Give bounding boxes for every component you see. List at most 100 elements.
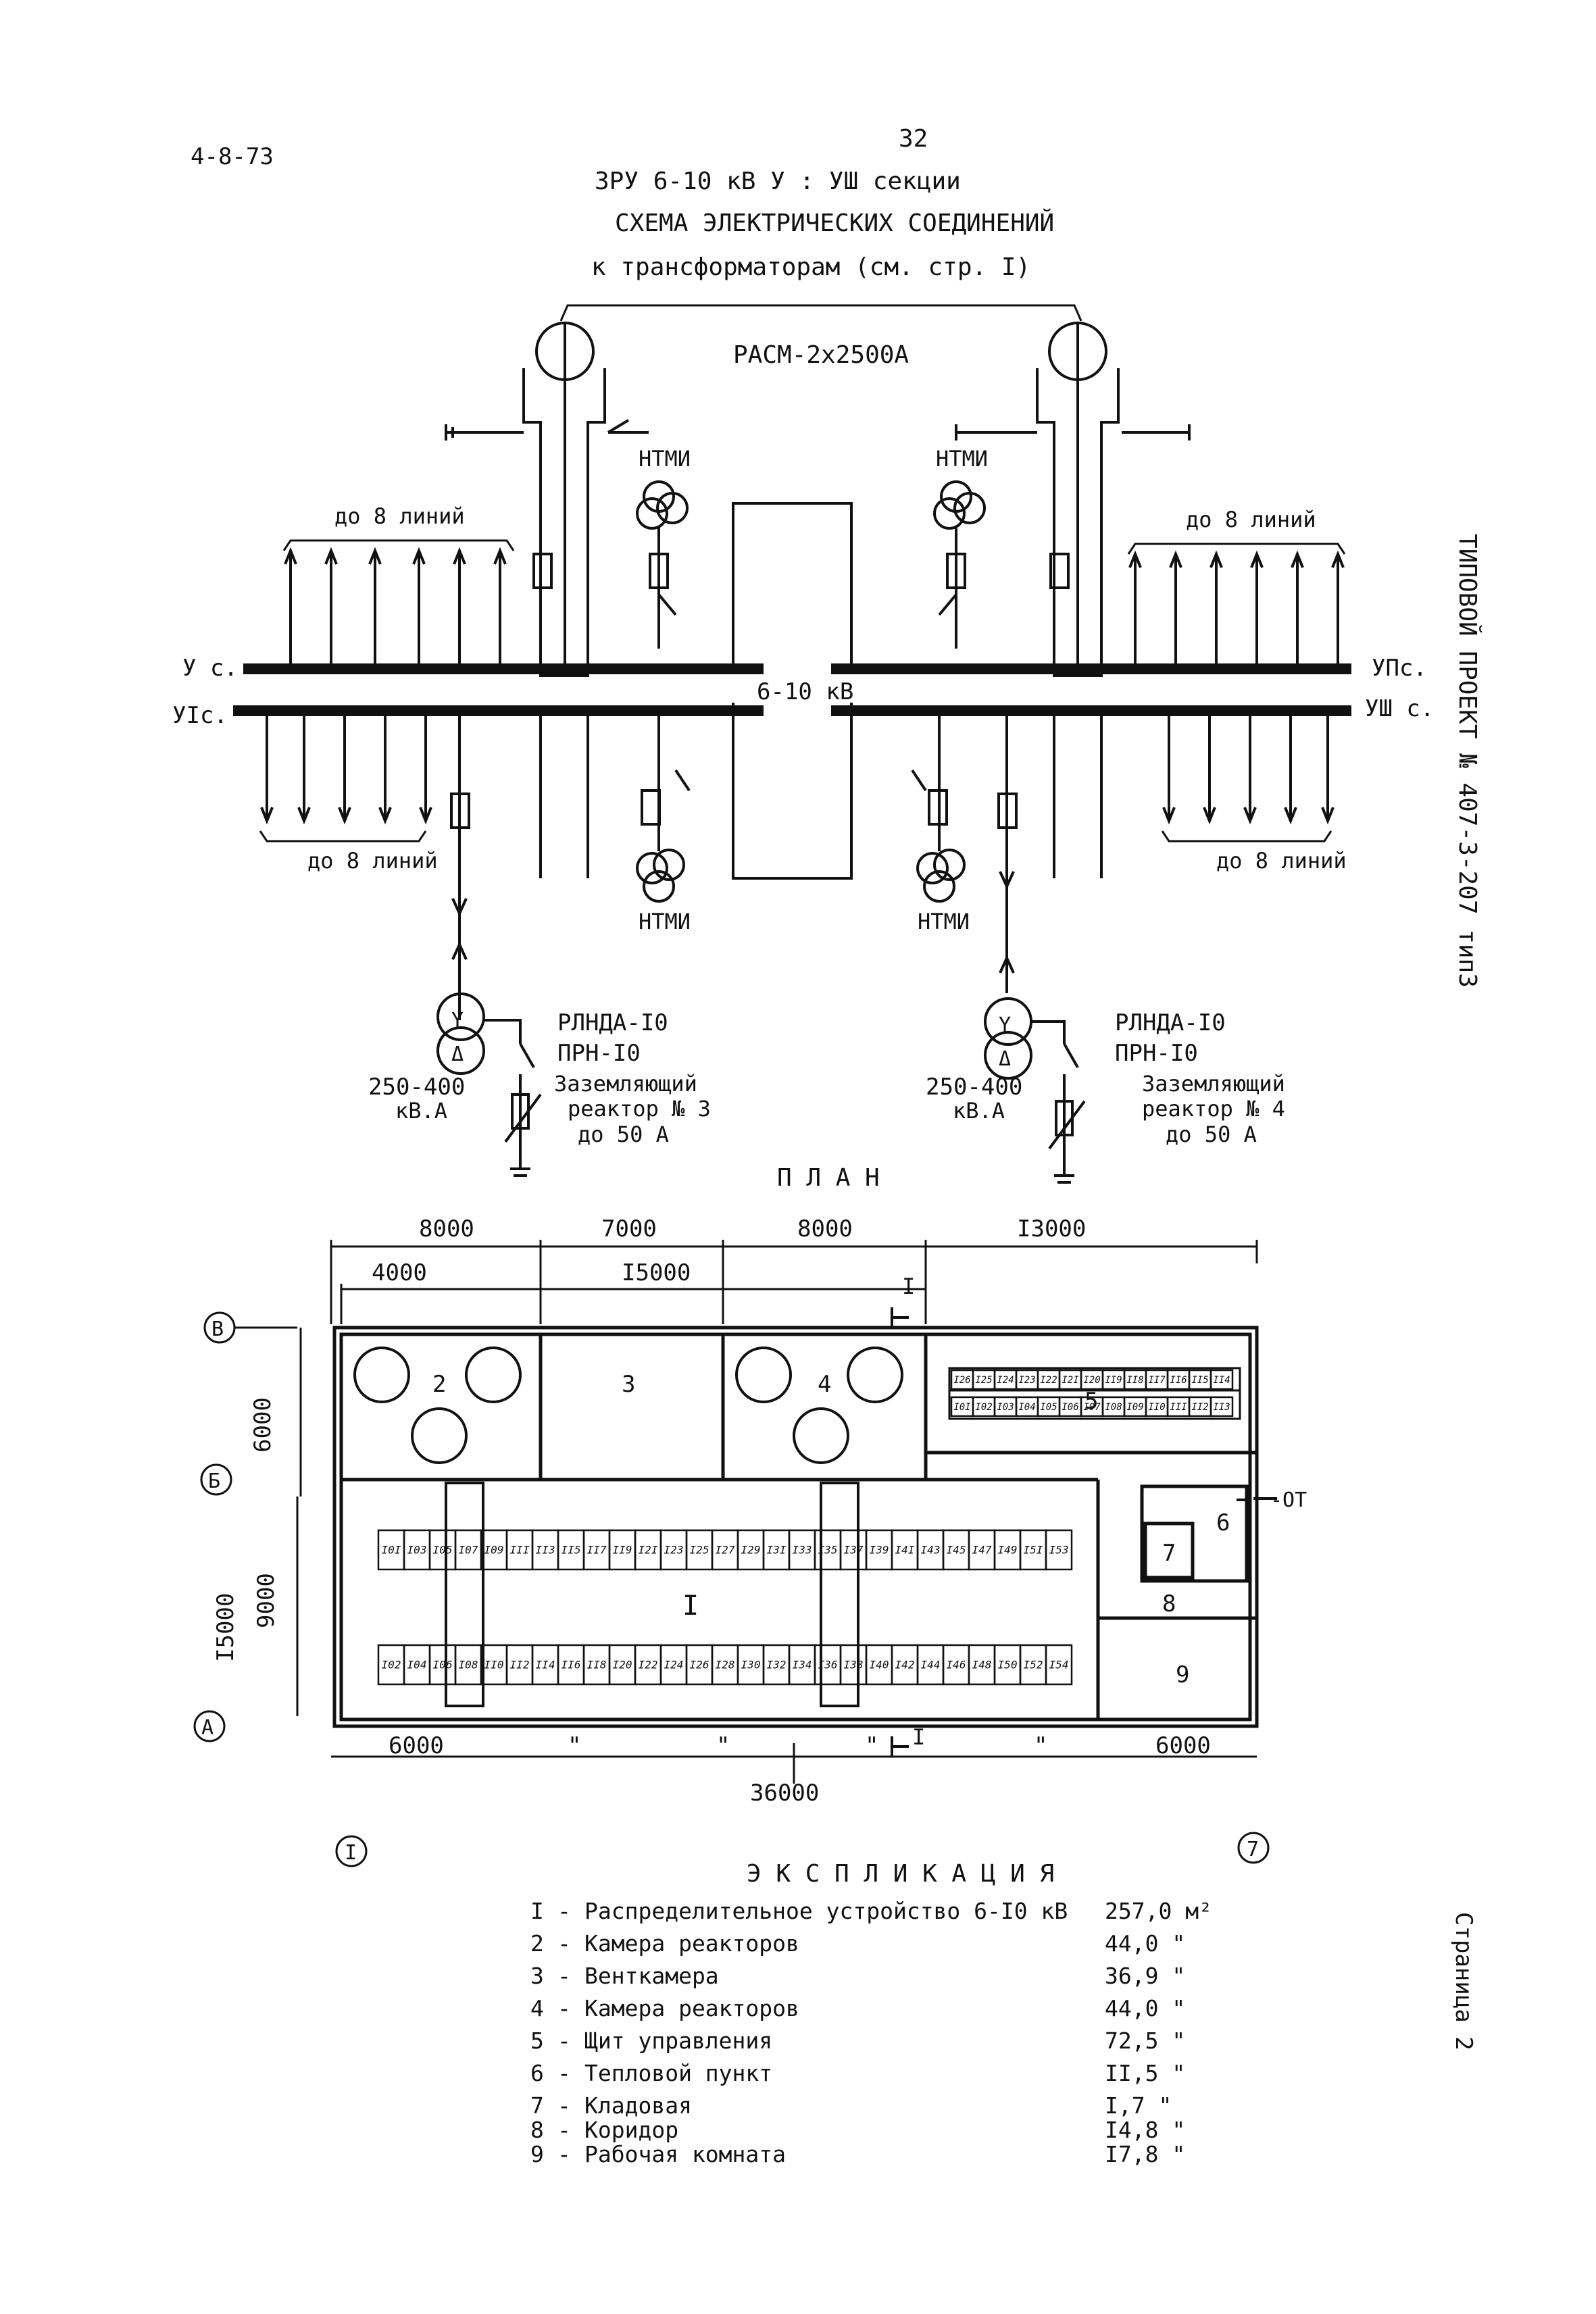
- cell-label: I26: [953, 1375, 970, 1386]
- cell-label: I30: [741, 1659, 761, 1671]
- cell-label: I07: [459, 1544, 478, 1557]
- cell-label: I0I: [953, 1402, 971, 1413]
- cell-label: I25: [690, 1544, 709, 1557]
- title-line-2: СХЕМА ЭЛЕКТРИЧЕСКИХ СОЕДИНЕНИЙ: [615, 209, 1054, 237]
- explication-item-name: Камера реакторов: [584, 1995, 799, 2021]
- plan-title: П Л А Н: [777, 1164, 880, 1192]
- cell-label: I37: [844, 1544, 864, 1557]
- cell-label: III: [1170, 1402, 1187, 1413]
- cell-label: II5: [1191, 1375, 1208, 1386]
- explication-item-name: Коридор: [584, 2117, 678, 2143]
- cell-label: I33: [793, 1544, 812, 1557]
- explication-item-area: I4,8 ": [1105, 2117, 1185, 2143]
- power-left: 250-400: [368, 1074, 465, 1101]
- side-page-label: Страница 2: [1450, 1912, 1477, 2051]
- bus-rating-label: РАСМ-2x2500А: [733, 341, 909, 369]
- explication-item-number: 4: [530, 1995, 544, 2021]
- outgoing-lines-bottom-right: до 8 линий: [1161, 716, 1347, 874]
- svg-text:I: I: [912, 1724, 925, 1750]
- cell-label: I29: [741, 1544, 761, 1557]
- cell-label: I20: [613, 1659, 632, 1671]
- cell-label: II6: [562, 1659, 581, 1671]
- svg-text:Y: Y: [451, 1009, 464, 1032]
- explication-item-name: Кладовая: [584, 2092, 692, 2119]
- cell-label: I09: [484, 1544, 504, 1557]
- cell-label: II4: [1213, 1375, 1230, 1386]
- explication-item-number: 9: [530, 2141, 544, 2167]
- reactor-current-left: до 50 А: [578, 1122, 669, 1147]
- cell-label: II3: [1213, 1402, 1230, 1413]
- cell-label: I04: [407, 1659, 427, 1671]
- section-label-uI: УIс.: [172, 702, 228, 729]
- explication-item-number: 5: [530, 2028, 544, 2054]
- section-link-top: [732, 502, 853, 665]
- cell-label: I54: [1049, 1659, 1069, 1671]
- room-2-label: 2: [432, 1371, 446, 1398]
- cell-label: I44: [921, 1659, 941, 1671]
- ntmi-top-left: НТМИ: [636, 446, 691, 649]
- cell-label: I43: [921, 1544, 941, 1557]
- cell-label: II4: [536, 1659, 555, 1671]
- cell-label: I49: [998, 1544, 1018, 1557]
- explication-item-area: I,7 ": [1105, 2092, 1172, 2119]
- explication-item-dash: -: [557, 2060, 571, 2086]
- room-6-label: 6: [1216, 1509, 1230, 1536]
- cell-label: I05: [1040, 1402, 1057, 1413]
- room-7-label: 7: [1162, 1540, 1176, 1567]
- cell-label: I07: [1083, 1402, 1101, 1413]
- outgoing-lines-bottom-left: до 8 линий: [259, 716, 438, 874]
- reactor-4-label: реактор № 4: [1142, 1096, 1285, 1122]
- transformer-arrow-bracket: [559, 304, 1082, 322]
- svg-text:Б: Б: [208, 1469, 220, 1493]
- power-unit-right: кВ.А: [953, 1098, 1005, 1124]
- cell-box: [1210, 1369, 1234, 1390]
- explication-item-dash: -: [557, 1963, 571, 1989]
- cell-label: I25: [975, 1375, 992, 1386]
- svg-text:до 8 линий: до 8 линий: [307, 848, 438, 874]
- cell-label: I27: [716, 1544, 735, 1557]
- explication-item-area: I7,8 ": [1105, 2141, 1185, 2167]
- cell-label: I42: [895, 1659, 915, 1671]
- svg-text:": ": [865, 1732, 878, 1759]
- reactor-feeder-right: Y Δ: [984, 716, 1086, 1184]
- svg-text:Y: Y: [999, 1013, 1011, 1037]
- cell-label: I26: [690, 1659, 709, 1671]
- cell-label: II0: [1148, 1402, 1165, 1413]
- ntmi-bottom-right: НТМИ: [911, 716, 970, 934]
- rlnda-right: РЛНДА-I0: [1115, 1009, 1226, 1036]
- svg-text:9000: 9000: [253, 1573, 280, 1628]
- svg-text:I: I: [345, 1841, 357, 1865]
- explication-item-name: Рабочая комната: [584, 2141, 786, 2167]
- room-5-label: 5: [1084, 1388, 1098, 1415]
- explication-item-dash: -: [557, 2028, 571, 2054]
- svg-text:I: I: [902, 1274, 915, 1299]
- cell-label: I08: [1105, 1402, 1122, 1413]
- svg-text:8000: 8000: [419, 1215, 474, 1242]
- cell-label: I47: [972, 1544, 992, 1557]
- cell-label: I4I: [895, 1544, 915, 1557]
- doc-code: 4-8-73: [191, 143, 274, 170]
- cell-label: II5: [562, 1544, 581, 1557]
- axis-markers: В Б А I 7: [193, 1311, 1270, 1867]
- svg-text:НТМИ: НТМИ: [639, 446, 691, 472]
- prn-right: ПРН-I0: [1115, 1040, 1198, 1067]
- left-main-feed: [522, 322, 606, 677]
- title-line-1: ЗРУ 6-10 кВ У : УШ секции: [595, 168, 961, 195]
- explication-item-number: 3: [530, 1963, 544, 1989]
- section-label-ush: УШ с.: [1365, 695, 1434, 722]
- room-9-label: 9: [1176, 1661, 1189, 1688]
- explication-item-area: 44,0 ": [1105, 1930, 1185, 1957]
- prn-left: ПРН-I0: [557, 1040, 641, 1067]
- reactor-3-label: реактор № 3: [568, 1096, 711, 1122]
- cell-label: II7: [587, 1544, 607, 1557]
- explication-item-number: 7: [530, 2092, 544, 2119]
- svg-text:I5000: I5000: [212, 1593, 239, 1662]
- cell-label: I06: [1062, 1402, 1078, 1413]
- side-project-label: ТИПОВОЙ ПРОЕКТ № 407-3-207 тип3: [1453, 534, 1482, 988]
- explication-item-name: Тепловой пункт: [584, 2060, 772, 2086]
- cell-box: [1045, 1529, 1073, 1571]
- cell-label: I06: [433, 1659, 453, 1671]
- svg-text:7000: 7000: [601, 1215, 657, 1242]
- cell-label: I2I: [1062, 1375, 1079, 1386]
